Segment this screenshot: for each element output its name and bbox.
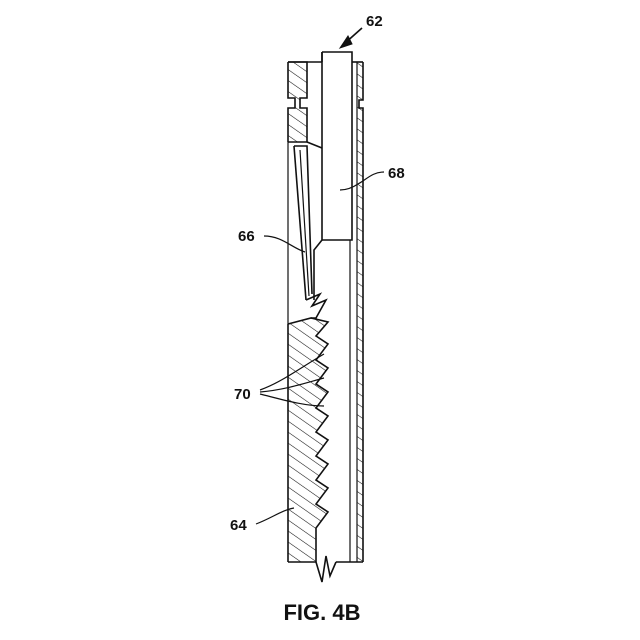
lower-body-64 xyxy=(286,316,336,582)
label-66: 66 xyxy=(238,228,255,245)
figure-caption: FIG. 4B xyxy=(283,600,360,625)
label-70: 70 xyxy=(234,386,251,403)
insert-68 xyxy=(307,52,352,300)
label-64: 64 xyxy=(230,517,247,534)
upper-left-block xyxy=(286,60,310,146)
label-62: 62 xyxy=(366,13,383,30)
label-68: 68 xyxy=(388,165,405,182)
reference-labels: 62 68 66 70 64 xyxy=(230,13,405,534)
